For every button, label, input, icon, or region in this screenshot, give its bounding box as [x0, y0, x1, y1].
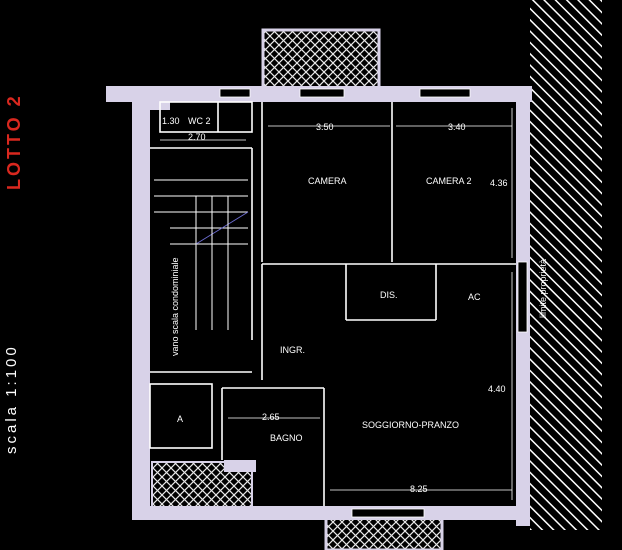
dimension-lines	[160, 108, 513, 500]
dim-350: 3.50	[316, 122, 334, 132]
window-openings	[219, 88, 528, 518]
room-camera-2: CAMERA 2	[426, 176, 472, 186]
staircase	[154, 179, 249, 330]
dim-265: 2.65	[262, 412, 280, 422]
room-soggiorno: SOGGIORNO-PRANZO	[362, 420, 459, 430]
dim-130: 1.30	[162, 116, 180, 126]
boundary-hatch	[530, 0, 602, 530]
room-ingr: INGR.	[280, 345, 305, 355]
room-wc2: WC 2	[188, 116, 211, 126]
balcony-bottom	[324, 516, 444, 550]
dim-436: 4.36	[490, 178, 508, 188]
label-vano-scala: vano scala condominiale	[170, 257, 180, 356]
interior-walls	[149, 101, 516, 506]
room-camera: CAMERA	[308, 176, 347, 186]
room-dis: DIS.	[380, 290, 398, 300]
room-ac: AC	[468, 292, 481, 302]
exterior-walls	[106, 86, 532, 526]
dim-440: 4.40	[488, 384, 506, 394]
balcony-top	[261, 28, 381, 90]
dim-340: 3.40	[448, 122, 466, 132]
room-bagno: BAGNO	[270, 433, 303, 443]
dim-270: 2.70	[188, 132, 206, 142]
label-limite: limite proprietà	[538, 259, 548, 318]
dim-825: 8.25	[410, 484, 428, 494]
area-a: A	[177, 414, 183, 424]
